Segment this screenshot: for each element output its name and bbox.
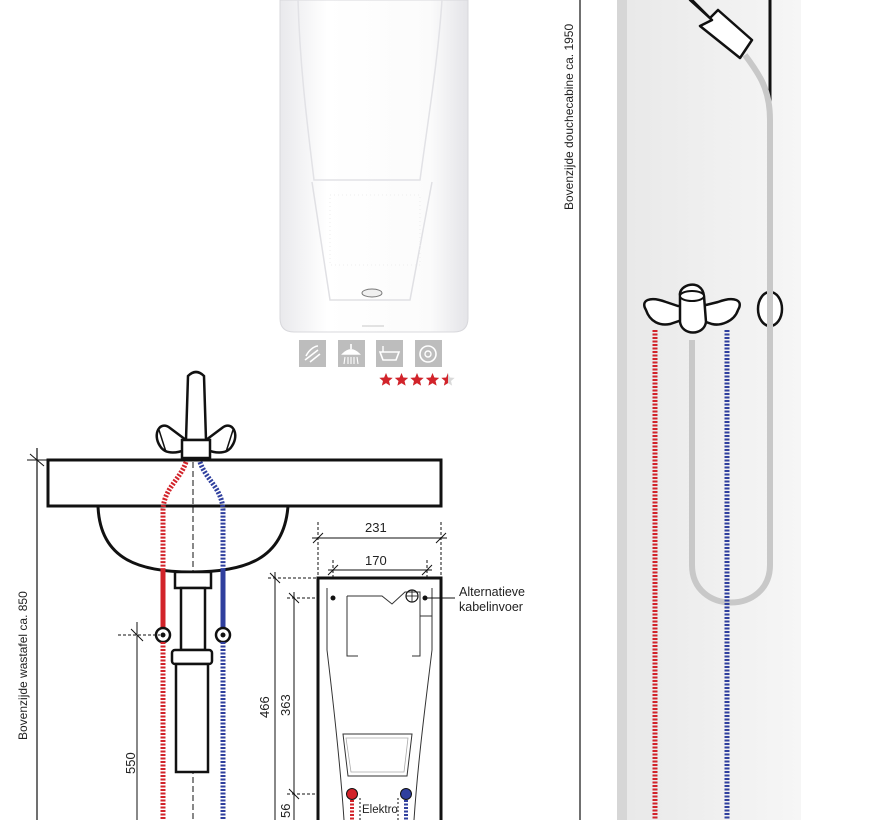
- application-icons: [299, 340, 442, 367]
- shower-icon: [338, 340, 365, 367]
- shower-mixer-icon: [643, 283, 741, 334]
- shower-wall-edge: [617, 0, 627, 820]
- shower-height-label: Bovenzijde douchecabine ca. 1950: [562, 24, 576, 210]
- width-outer-value: 231: [365, 520, 387, 535]
- unit-technical-drawing: 231 170 466 363 56: [257, 520, 525, 820]
- cold-connection-icon: [400, 788, 412, 800]
- width-inner-value: 170: [365, 553, 387, 568]
- rating-star-filled: [410, 373, 424, 386]
- unit-outline: [316, 576, 443, 820]
- alt-cable-entry-label-1: Alternatieve: [459, 585, 525, 599]
- electro-label: Elektro: [362, 804, 398, 816]
- siphon: [170, 570, 214, 774]
- rating-star-filled: [379, 373, 393, 386]
- brand-logo: [361, 288, 383, 298]
- rating-star-filled: [441, 373, 448, 386]
- height-bottom-value: 56: [278, 804, 293, 818]
- height-dimensions: 466 363 56: [257, 572, 348, 820]
- washbasin-section: Bovenzijde wastafel ca. 850: [16, 370, 443, 820]
- height-inner-value: 363: [278, 694, 293, 716]
- basin-faucet-icon: [155, 370, 237, 460]
- hot-connection-icon: [346, 788, 358, 800]
- alt-cable-entry-label-2: kabelinvoer: [459, 600, 523, 614]
- shower-head-icon: [688, 0, 754, 60]
- shower-hose: [689, 53, 773, 606]
- shower-wall: [617, 0, 801, 820]
- water-heater-product: [279, 0, 469, 333]
- sink-cold-hose: [197, 461, 226, 570]
- washbasin-icon: [415, 340, 442, 367]
- pipe-height-value: 550: [123, 752, 138, 774]
- shower-section: Bovenzijde douchecabine ca. 1950: [562, 0, 801, 820]
- height-total-value: 466: [257, 696, 272, 718]
- sink-hot-hose: [160, 461, 189, 570]
- sink-height-label: Bovenzijde wastafel ca. 850: [16, 591, 30, 740]
- kitchen-icon: [299, 340, 326, 367]
- rating-star-filled: [425, 373, 440, 386]
- rating-stars: [379, 373, 455, 386]
- pipe-height-dimension: 550: [118, 622, 160, 820]
- bathtub-icon: [376, 340, 403, 367]
- unit-window: [342, 733, 413, 777]
- rating-star-filled: [394, 373, 409, 386]
- washbasin-counter: [46, 458, 443, 508]
